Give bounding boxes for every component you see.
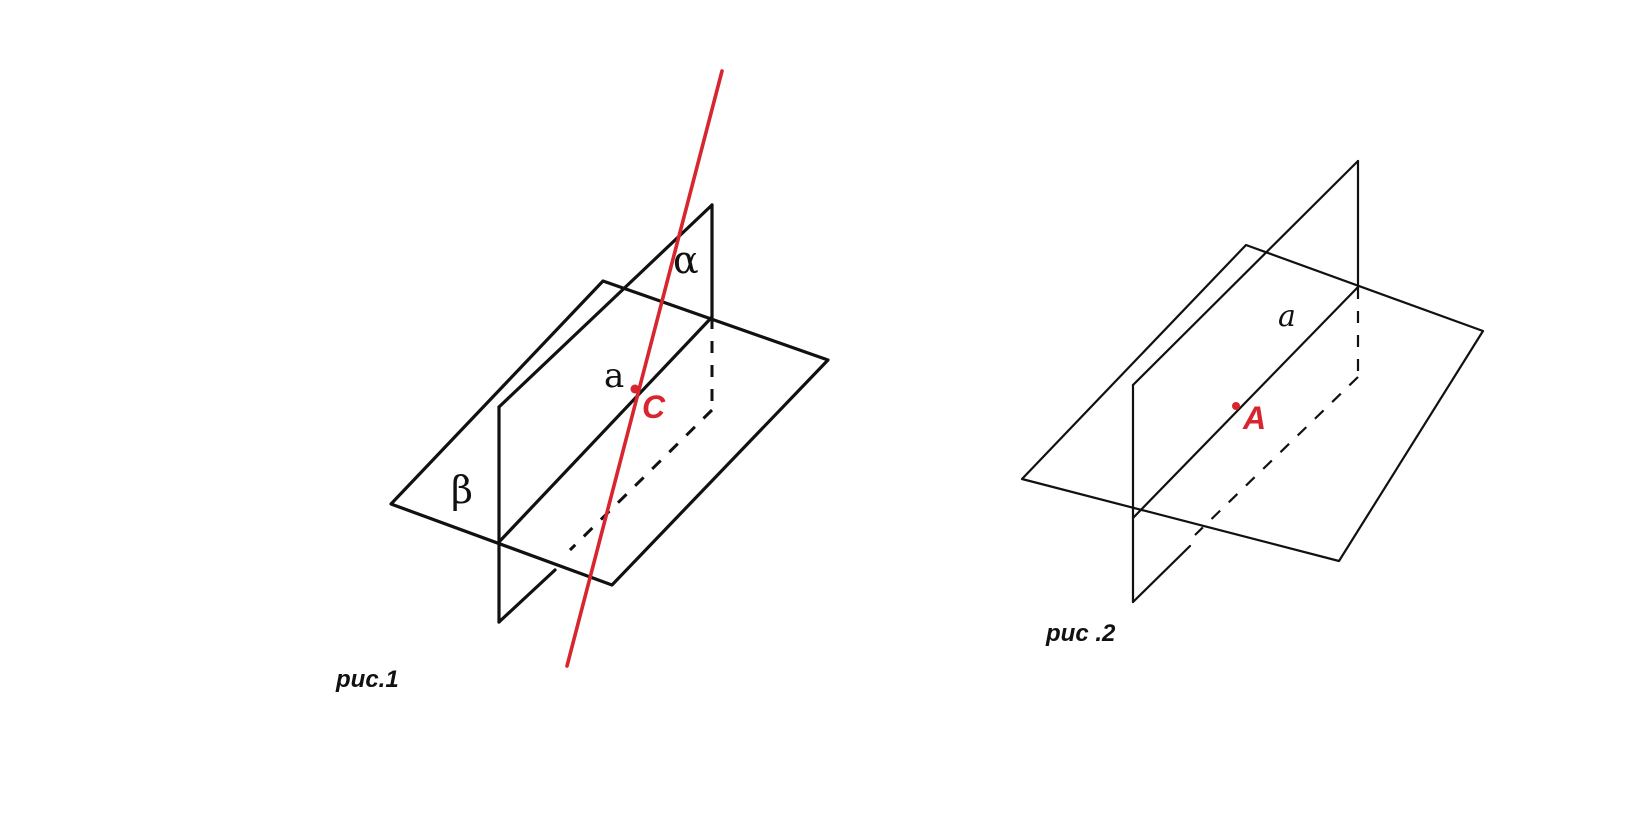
red-transversal-line	[565, 69, 724, 668]
point-c-marker	[630, 384, 640, 394]
plane-beta-label: β	[451, 468, 473, 512]
figure-2-caption: рис .2	[1045, 620, 1116, 647]
plane-horizontal	[1020, 243, 1485, 563]
point-a-label: A	[1242, 400, 1266, 436]
intersection-line-a	[497, 315, 714, 544]
intersection-line-a-fig2	[1131, 285, 1360, 520]
plane-vertical-hidden-bottom	[1194, 376, 1359, 536]
plane-alpha-label: α	[673, 238, 699, 282]
point-c-label: C	[642, 389, 666, 425]
point-a-marker	[1232, 402, 1240, 410]
figure-1-caption: рис.1	[335, 666, 399, 693]
plane-alpha-hidden-bottom	[568, 408, 714, 552]
figure-2: a A рис .2	[1020, 159, 1485, 647]
line-a-label: a	[604, 356, 624, 396]
line-a-label-fig2: a	[1278, 299, 1296, 334]
plane-vertical-bottom-edge	[1131, 544, 1192, 604]
plane-beta	[389, 279, 830, 587]
plane-vertical-top-edge	[1131, 159, 1360, 387]
plane-alpha-bottom-edge	[497, 568, 557, 624]
figure-1: α β a C рис.1	[335, 69, 830, 693]
